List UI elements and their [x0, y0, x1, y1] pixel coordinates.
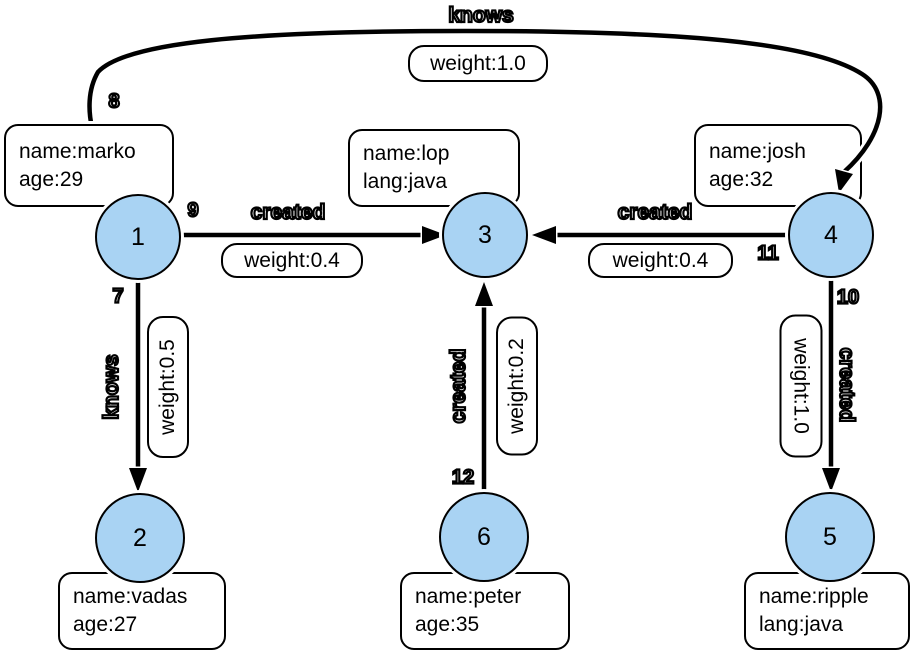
edge-created-9-arrowhead	[420, 223, 451, 247]
edge-label-created-9: created	[250, 200, 327, 225]
weight-value: weight:0.4	[244, 248, 340, 272]
weight-value: weight:1.0	[790, 338, 813, 434]
prop-line: name:vadas	[73, 585, 188, 608]
prop-line: age:27	[73, 613, 138, 636]
edge-id-11: 11	[756, 241, 779, 265]
prop-line: lang:java	[759, 613, 844, 636]
edge-created-10-arrowhead	[819, 466, 843, 497]
edge-label-knows-8: knows	[447, 3, 515, 28]
prop-line: lang:java	[363, 170, 448, 193]
edge-id-8: 8	[107, 89, 120, 113]
vertex-id: 6	[477, 522, 491, 551]
vertex-id: 2	[133, 523, 147, 552]
prop-line: name:lop	[363, 142, 450, 165]
weight-box-created-12: weight:0.2	[496, 316, 538, 456]
edge-knows-8-arrowhead	[833, 166, 856, 197]
weight-box-created-11: weight:0.4	[588, 243, 733, 278]
props-box-josh: name:josh age:32	[694, 124, 862, 207]
weight-box-created-9: weight:0.4	[221, 243, 363, 278]
vertex-node-6: 6	[439, 492, 529, 582]
vertex-id: 5	[823, 522, 837, 551]
edge-id-12: 12	[451, 465, 475, 489]
edge-knows-7-arrowhead	[126, 466, 150, 497]
edge-knows-7	[126, 280, 150, 497]
vertex-id: 3	[478, 220, 492, 249]
edge-created-12-arrowhead	[472, 277, 496, 308]
edge-label-created-10: created	[834, 347, 859, 424]
prop-line: age:29	[19, 167, 84, 191]
edge-id-10: 10	[836, 285, 860, 309]
vertex-node-1: 1	[95, 194, 181, 280]
prop-line: name:ripple	[759, 585, 869, 608]
prop-line: name:marko	[19, 139, 136, 163]
weight-value: weight:1.0	[430, 51, 526, 75]
vertex-id: 1	[131, 222, 145, 251]
props-box-ripple: name:ripple lang:java	[744, 572, 910, 650]
edge-created-11	[527, 223, 788, 247]
weight-box-created-10: weight:1.0	[779, 314, 823, 458]
prop-line: name:peter	[415, 585, 522, 608]
edge-label-created-12: created	[446, 348, 471, 425]
edge-id-7: 7	[111, 284, 124, 308]
vertex-node-5: 5	[785, 492, 875, 582]
weight-value: weight:0.5	[156, 339, 179, 435]
prop-line: age:35	[415, 613, 480, 636]
weight-box-knows-7: weight:0.5	[147, 316, 189, 458]
vertex-node-4: 4	[788, 192, 874, 278]
edge-created-12	[472, 277, 496, 492]
prop-line: age:32	[709, 167, 774, 191]
edge-label-created-11: created	[617, 200, 694, 225]
edge-knows-8	[84, 25, 886, 200]
edge-created-9	[181, 223, 451, 247]
edge-label-knows-7: knows	[99, 353, 124, 421]
edge-created-10	[819, 278, 843, 497]
weight-value: weight:0.4	[612, 248, 709, 272]
edge-knows-8-line	[87, 28, 883, 198]
edge-created-11-arrowhead	[527, 223, 558, 247]
vertex-node-2: 2	[95, 493, 185, 583]
props-box-peter: name:peter age:35	[400, 572, 570, 650]
weight-box-knows-8: weight:1.0	[408, 45, 548, 82]
weight-value: weight:0.2	[505, 338, 528, 434]
props-box-marko: name:marko age:29	[4, 124, 174, 207]
vertex-id: 4	[824, 220, 838, 249]
edge-id-9: 9	[186, 198, 199, 222]
vertex-node-3: 3	[442, 192, 528, 278]
prop-line: name:josh	[709, 139, 806, 163]
